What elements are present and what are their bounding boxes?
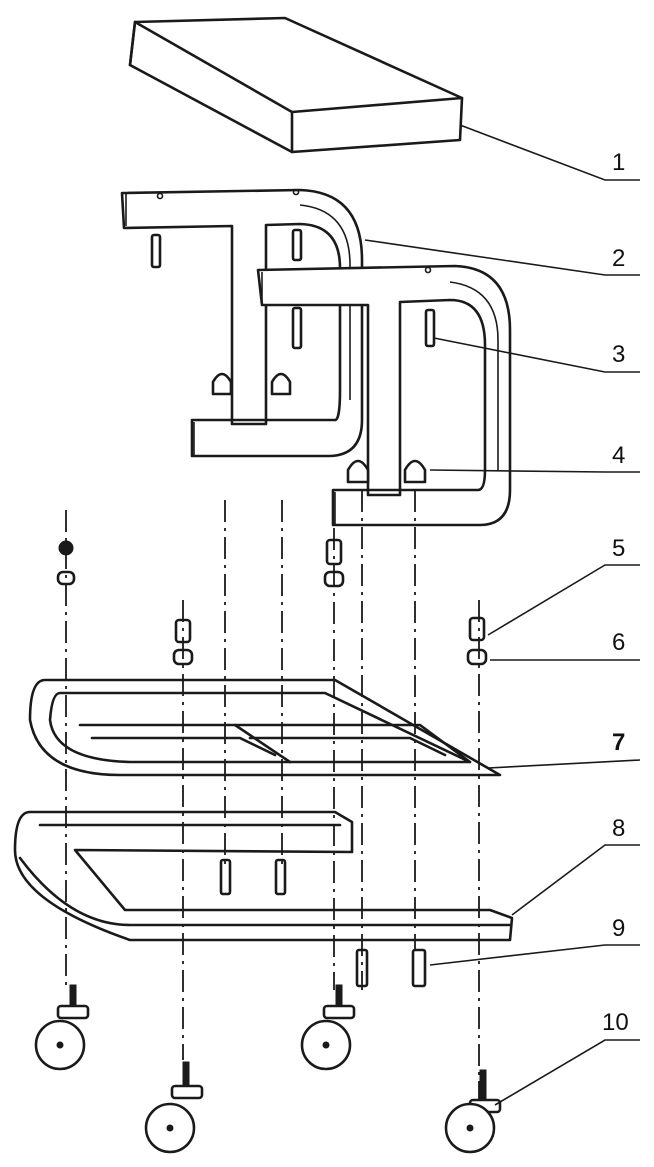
tray-bolt-set	[56, 538, 488, 666]
caster-wheel	[144, 1061, 204, 1154]
callout-10: 10	[602, 1009, 629, 1036]
frame-bolt	[424, 308, 436, 348]
frame-plug	[211, 372, 292, 396]
callout-6: 6	[612, 629, 625, 656]
lower-base-frame	[13, 810, 514, 942]
front-side-frame	[256, 264, 512, 527]
callout-9: 9	[612, 915, 625, 942]
callout-7: 7	[612, 729, 625, 756]
callout-labels: 1 2 3 4 5 6 7 8 9 10	[602, 149, 629, 1036]
callout-5: 5	[612, 535, 625, 562]
assembly-axis-lines	[65, 490, 480, 1110]
upper-tray-frame	[28, 678, 502, 777]
frame-plug	[346, 459, 427, 484]
leader-lines	[364, 124, 641, 1106]
caster-wheel	[444, 1069, 502, 1154]
seat-cushion	[128, 16, 464, 154]
callout-8: 8	[612, 815, 625, 842]
callout-4: 4	[612, 442, 625, 469]
base-bolt	[219, 858, 287, 896]
callout-3: 3	[612, 341, 625, 368]
rear-side-frame	[120, 188, 364, 458]
caster-wheel	[300, 984, 356, 1071]
callout-2: 2	[612, 245, 625, 272]
frame-bolt	[150, 228, 303, 350]
long-bolt	[355, 948, 427, 988]
callout-1: 1	[612, 149, 625, 176]
caster-wheel	[34, 984, 90, 1071]
